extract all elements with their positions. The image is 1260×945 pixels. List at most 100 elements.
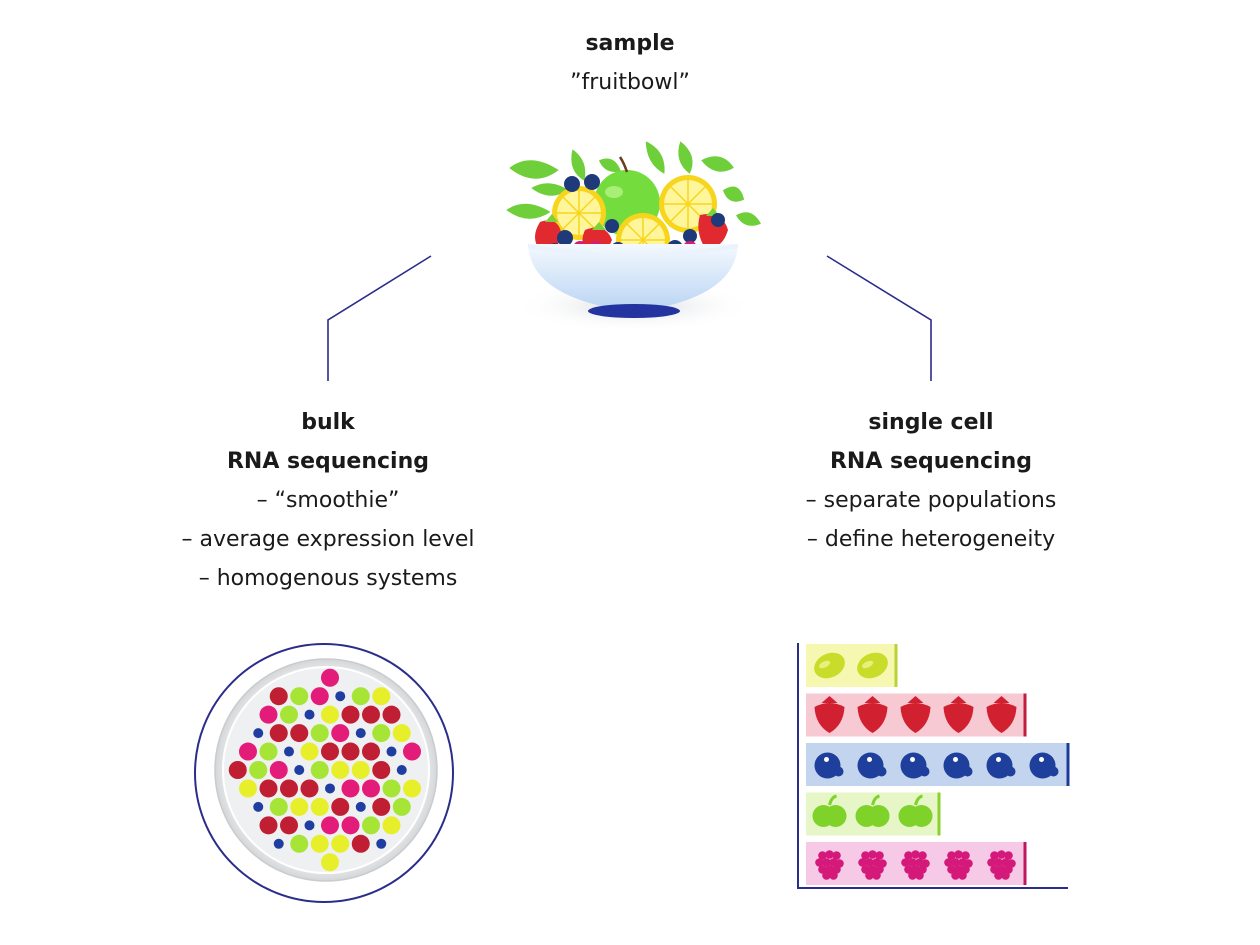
fruit-dot [259,742,278,761]
blueberry-icon [943,752,973,779]
population-chart [797,643,1070,889]
raspberry-icon [944,850,973,880]
blueberry-dot [355,801,366,812]
apple-icon [898,794,933,827]
single-cell-title: single cell [868,410,994,435]
blueberry-dot [335,691,346,702]
fruit-dot [372,724,391,743]
blueberry-dot [396,765,407,775]
bulk-point: – homogenous systems [198,566,458,591]
blueberry-icon [986,752,1016,779]
fruit-dot [331,724,350,743]
fruit-dot [372,797,391,816]
fruit-dot [269,761,288,779]
raspberry-icon [987,850,1016,880]
fruit-dot [280,779,298,798]
apple-icon [812,794,847,827]
fruit-dot [403,779,421,798]
fruit-dot [310,687,329,706]
population-bar-blueberry [806,743,1068,786]
blueberry-icon [857,752,887,779]
blueberry-dot [253,728,264,739]
fruit-dot [372,761,391,779]
blueberry-dot [376,838,387,849]
fruit-dot [392,724,411,743]
fruit-dot [239,779,257,798]
fruit-dot [341,779,360,798]
sample-label: sample ”fruitbowl” [430,24,830,102]
fruit-dot [392,797,411,816]
fruit-dot [331,834,350,853]
fruit-dot [269,687,288,706]
fruit-dot [259,705,278,724]
fruit-dot [300,742,319,761]
fruit-dot [290,724,309,743]
sample-subtitle: ”fruitbowl” [570,70,690,95]
fruit-dot [280,816,298,835]
sample-title: sample [585,31,675,56]
fruit-dot [362,705,380,724]
single-cell-point: – separate populations [805,488,1057,513]
fruit-dot [331,761,350,779]
lemon-icon [857,652,888,679]
raspberry-icon [901,850,930,880]
single-cell-label: single cell RNA sequencing – separate po… [731,403,1131,559]
bulk-label: bulk RNA sequencing – “smoothie” – avera… [128,403,528,598]
fruit-dot [351,687,370,706]
fruit-dot [321,742,339,761]
connector-left [327,255,432,381]
petri-dish-illustration [194,643,454,903]
fruit-dot [269,797,288,816]
strawberry-icon [900,696,931,733]
blueberry-dot [386,746,397,757]
fruit-dot [382,779,401,798]
fruit-dot [331,797,350,816]
fruit-dot [300,779,319,798]
fruit-dot [372,687,391,706]
raspberry-icon [858,850,887,880]
bulk-point: – average expression level [181,527,475,552]
fruit-dot [321,853,339,872]
blueberry-dot [325,783,335,794]
blueberry-dot [355,728,366,739]
bulk-method: RNA sequencing [226,449,430,474]
lemon-icon [814,652,845,679]
fruit-dot [403,742,421,761]
apple-icon [855,794,890,827]
strawberry-icon [943,696,974,733]
fruit-dot [269,724,288,743]
bulk-title: bulk [301,410,355,435]
fruit-dot [362,779,380,798]
blueberry-dot [304,820,315,831]
fruit-bowl-illustration [503,138,764,332]
fruit-dot [259,779,278,798]
fruit-dot [290,687,309,706]
fruit-dot [382,816,401,835]
fruit-dot [321,816,339,835]
fruit-dot [382,705,401,724]
blueberry-icon [900,752,930,779]
strawberry-icon [986,696,1017,733]
fruit-dot [362,816,380,835]
blueberry-icon [814,752,844,779]
fruit-dot [341,742,360,761]
fruit-dot [280,705,298,724]
fruit-dot [290,797,309,816]
fruit-dot [249,761,268,779]
strawberry-icon [814,696,845,733]
fruit-dot [362,742,380,761]
fruit-dot [341,816,360,835]
fruit-dot [310,797,329,816]
raspberry-icon [815,850,844,880]
fruit-dot [259,816,278,835]
strawberry-icon [857,696,888,733]
bulk-point: – “smoothie” [256,488,400,513]
fruit-dot [310,724,329,743]
single-cell-method: RNA sequencing [829,449,1033,474]
single-cell-point: – define heterogeneity [806,527,1056,552]
blueberry-icon [1029,752,1059,779]
fruit-dot [351,834,370,853]
fruit-dot [290,834,309,853]
